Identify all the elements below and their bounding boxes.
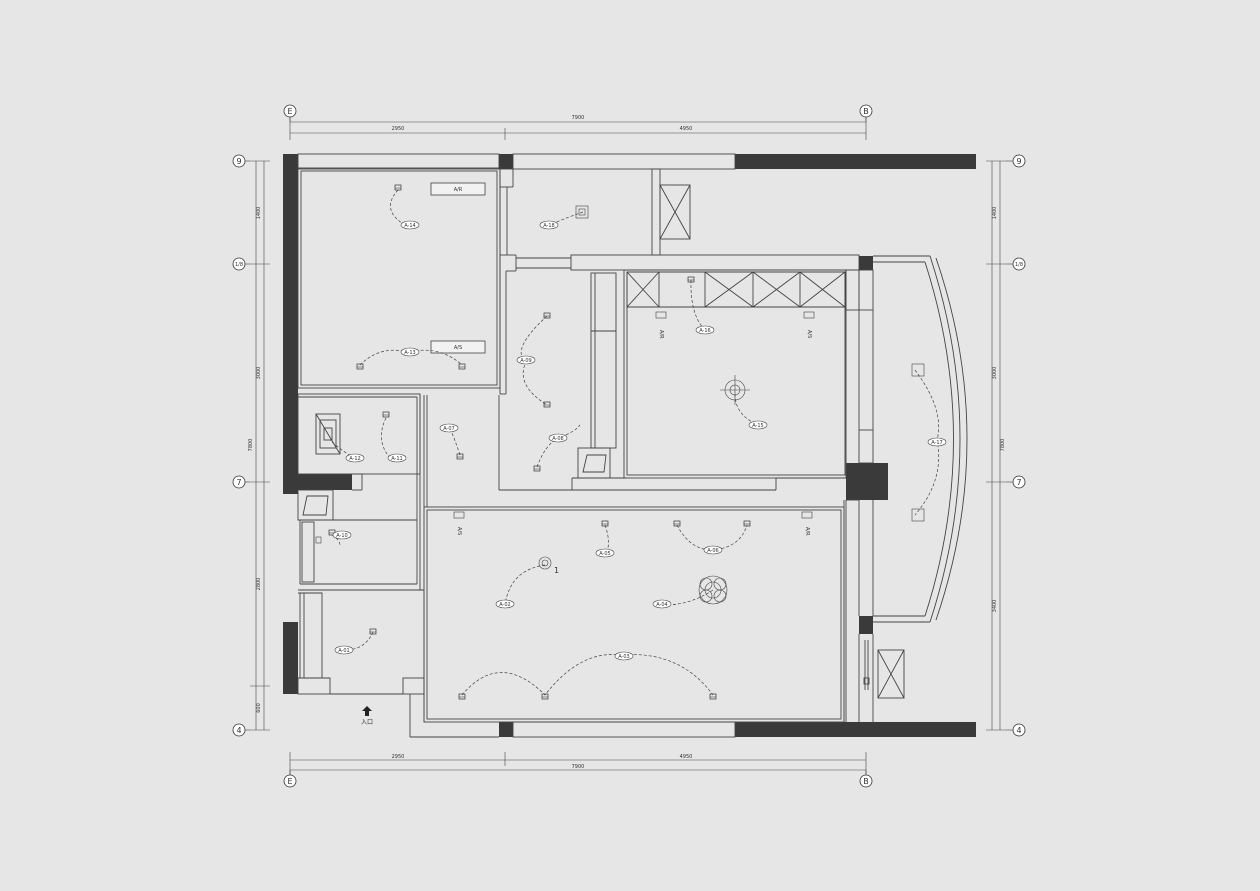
axis-top-left: E: [287, 107, 292, 116]
right-dimensions: [986, 160, 1006, 731]
left-dimensions: [250, 160, 270, 731]
label-a14: A-14: [400, 220, 420, 230]
label-a02: A-02: [495, 599, 515, 609]
dim-right-total: 7800: [1000, 439, 1006, 452]
dim-right-1: 1400: [992, 207, 998, 220]
svg-text:A-12: A-12: [349, 456, 360, 462]
dim-left-4: 600: [256, 703, 262, 713]
svg-text:A-10: A-10: [336, 533, 347, 539]
svg-text:A-02: A-02: [499, 602, 510, 608]
vent-as: A/S: [430, 340, 486, 354]
axis-right-2: 1/8: [1015, 262, 1023, 268]
marker-one: 1: [554, 566, 559, 575]
axis-left-4: 4: [236, 726, 241, 735]
circuit-arcs: [329, 189, 940, 696]
axis-right-3: 7: [1016, 478, 1021, 487]
wall-lines: [297, 153, 968, 738]
axis-top-right: B: [863, 107, 869, 116]
axis-left-2: 1/8: [235, 262, 243, 268]
vent-label-ar-living: A/R: [804, 527, 810, 536]
label-a15: A-15: [748, 420, 768, 430]
label-a05: A-05: [595, 548, 615, 558]
downlight-clusters: [315, 205, 925, 605]
label-a04: A-04: [652, 599, 672, 609]
svg-text:A/S: A/S: [454, 345, 462, 351]
svg-text:A-15: A-15: [752, 423, 763, 429]
dim-left-total: 7800: [248, 439, 254, 452]
label-a11: A-11: [387, 453, 407, 463]
dim-bottom-b: 4950: [680, 754, 693, 760]
label-a07: A-07: [439, 423, 459, 433]
label-a16: A-16: [695, 325, 715, 335]
entrance-marker: 入口: [361, 706, 373, 726]
svg-text:A-16: A-16: [699, 328, 710, 334]
svg-text:A-14: A-14: [404, 223, 415, 229]
dim-right-3: 3400: [992, 600, 998, 613]
dim-top-total: 7900: [572, 115, 585, 121]
light-fixtures: [328, 184, 751, 700]
solid-walls: [283, 154, 976, 737]
axis-bottom-left: E: [287, 777, 292, 786]
svg-text:A-03: A-03: [618, 654, 629, 660]
label-a09: A-09: [516, 355, 536, 365]
axis-left-3: 7: [236, 478, 241, 487]
label-a06: A-06: [703, 545, 723, 555]
svg-text:A-05: A-05: [599, 551, 610, 557]
svg-text:A-18: A-18: [543, 223, 554, 229]
dim-left-3: 2800: [256, 578, 262, 591]
axis-left-1: 9: [236, 157, 241, 166]
vent-label-as-bedroom: A/S: [806, 330, 812, 338]
vent-label-as-living: A/S: [456, 527, 462, 535]
svg-text:A-01: A-01: [338, 648, 349, 654]
entrance-arrow-icon: [362, 706, 372, 716]
vent-label-ar-bedroom: A/R: [658, 330, 664, 339]
label-a18: A-18: [539, 220, 559, 230]
dim-left-1: 1400: [256, 207, 262, 220]
svg-text:A-17: A-17: [931, 440, 942, 446]
svg-text:A/R: A/R: [454, 187, 463, 193]
dim-bottom-a: 2950: [392, 754, 405, 760]
circuit-labels: A-14 A-13 A-18 A-12 A-11 A-10 A-07 A-09 …: [332, 220, 947, 661]
label-a03: A-03: [614, 651, 634, 661]
axis-right-1: 9: [1016, 157, 1021, 166]
entrance-label: 入口: [361, 719, 373, 726]
dim-left-2: 3000: [256, 367, 262, 380]
dim-top-a: 2950: [392, 126, 405, 132]
svg-text:A-08: A-08: [552, 436, 563, 442]
label-a01: A-01: [334, 645, 354, 655]
svg-text:A-09: A-09: [520, 358, 531, 364]
dim-right-2: 3000: [992, 367, 998, 380]
svg-text:A-04: A-04: [656, 602, 667, 608]
svg-text:A-06: A-06: [707, 548, 718, 554]
svg-text:A-13: A-13: [404, 350, 415, 356]
axis-right-4: 4: [1016, 726, 1021, 735]
axis-bottom-right: B: [863, 777, 869, 786]
svg-text:A-11: A-11: [391, 456, 402, 462]
axis-bubbles: [232, 104, 1026, 788]
vent-ar: A/R: [430, 182, 486, 196]
svg-text:A-07: A-07: [443, 426, 454, 432]
label-a10: A-10: [332, 530, 352, 540]
label-a13: A-13: [400, 347, 420, 357]
label-a08: A-08: [548, 433, 568, 443]
label-a17: A-17: [927, 437, 947, 447]
label-a12: A-12: [345, 453, 365, 463]
dim-bottom-total: 7900: [572, 764, 585, 770]
dim-top-b: 4950: [680, 126, 693, 132]
